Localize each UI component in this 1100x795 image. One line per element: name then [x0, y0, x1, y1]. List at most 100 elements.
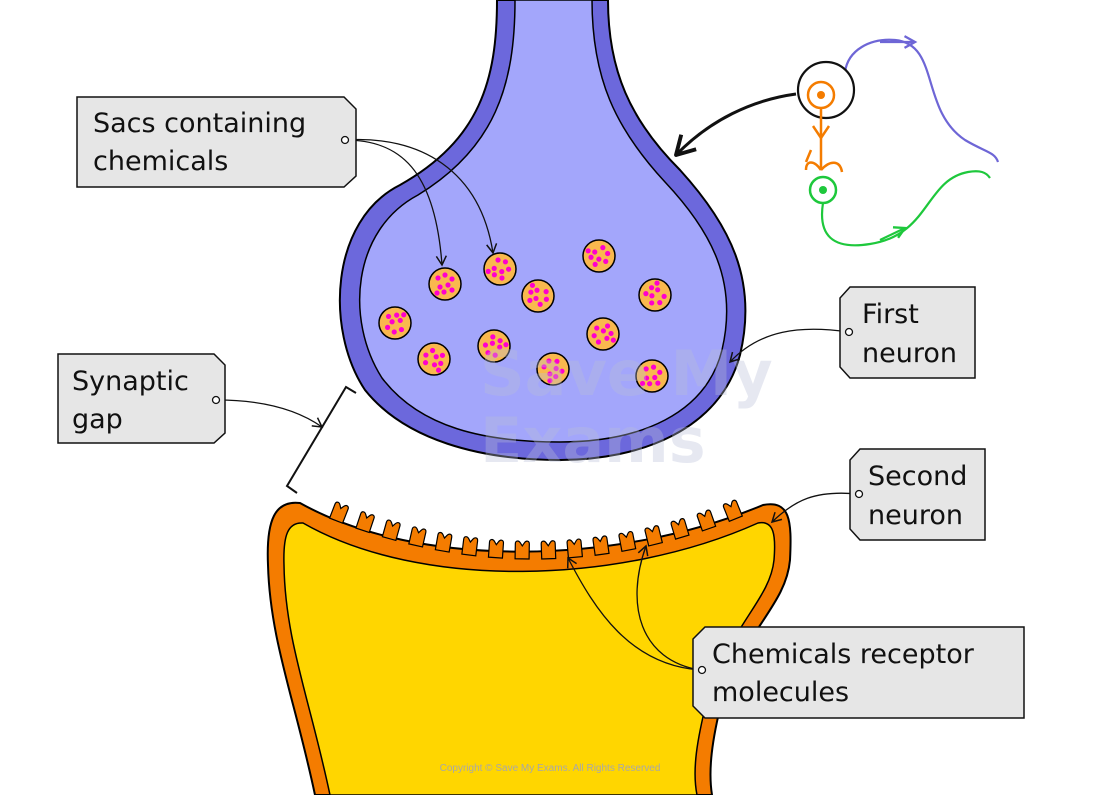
- vesicle-sac: [586, 317, 620, 351]
- label-text-line-1: Synaptic: [72, 366, 189, 397]
- inset-orange-terminal: [804, 149, 844, 173]
- leader-receptor-1: [566, 556, 701, 671]
- inset-blue-neuron: [843, 38, 1000, 163]
- label-text-line-2: molecules: [712, 677, 849, 708]
- vesicle-sac: [483, 252, 517, 286]
- receptor: [514, 540, 530, 560]
- vesicle: [378, 306, 412, 340]
- chemical-dot: [401, 312, 407, 318]
- chemical-dot: [543, 289, 549, 295]
- chemical-dot: [643, 366, 649, 372]
- chemical-dot: [537, 301, 543, 307]
- receptor-shape: [461, 536, 479, 557]
- receptor: [540, 540, 557, 560]
- label-sacs-containing-chemicals: Sacs containing chemicals: [76, 96, 357, 188]
- chemical-dot: [649, 285, 655, 291]
- chemical-dot: [449, 276, 455, 282]
- vesicle-sac: [536, 352, 570, 386]
- leader-sacs-1: [344, 139, 448, 267]
- chemical-dot: [643, 291, 649, 297]
- chemical-dot: [604, 335, 610, 341]
- label-box: [849, 448, 986, 541]
- receptor: [618, 530, 637, 553]
- chemical-dot: [391, 329, 397, 335]
- chemical-dot: [497, 338, 503, 344]
- chemical-dot: [650, 364, 657, 370]
- chemical-dot: [608, 330, 614, 337]
- receptor-shape: [328, 501, 349, 524]
- label-synaptic-gap: Synaptic gap: [57, 353, 226, 444]
- chemical-dot: [385, 313, 392, 320]
- receptor: [408, 526, 427, 548]
- chemical-dot: [655, 380, 661, 386]
- vesicle-sac: [638, 278, 672, 312]
- chemical-dot: [534, 287, 540, 293]
- chemical-dot: [503, 342, 509, 348]
- chemical-dot: [499, 275, 505, 281]
- chemical-dot: [429, 347, 436, 354]
- label-text-line-1: Second: [868, 461, 967, 492]
- inset-green-nucleus: [819, 186, 827, 194]
- chemical-dot: [588, 254, 594, 260]
- chemical-dot: [441, 289, 447, 295]
- vesicle: [638, 278, 672, 312]
- chemical-dot: [423, 352, 429, 358]
- chemical-dot: [603, 258, 609, 264]
- chemical-dot: [553, 365, 559, 372]
- chemical-dot: [541, 364, 547, 370]
- vesicle: [483, 252, 517, 286]
- receptor: [566, 538, 584, 559]
- leader-lines: [216, 138, 859, 671]
- receptor: [434, 531, 453, 553]
- vesicle: [536, 352, 570, 386]
- chemical-dot: [394, 312, 400, 318]
- inset-green-arrow: [879, 228, 905, 241]
- first-neuron: [338, 0, 747, 462]
- chemical-dot: [533, 295, 539, 302]
- receptor-shape: [381, 519, 401, 542]
- label-second-neuron: Second neuron: [849, 448, 986, 541]
- receptor: [487, 538, 505, 559]
- receptor: [696, 509, 717, 532]
- receptor-shape: [408, 526, 427, 548]
- chemical-dot: [491, 265, 497, 271]
- chemical-dot: [647, 381, 653, 387]
- chemical-dot: [605, 250, 611, 257]
- neuron-pathway-inset: [674, 38, 1000, 247]
- receptor-shape: [592, 535, 610, 556]
- vesicle-sac: [521, 279, 555, 313]
- chemical-dot: [559, 368, 565, 374]
- chemical-dot: [652, 374, 658, 381]
- receptor: [381, 519, 401, 542]
- receptor: [722, 499, 744, 523]
- vesicle-sac: [582, 239, 616, 273]
- chemical-dot: [492, 352, 498, 358]
- chemical-dot: [485, 268, 491, 274]
- chemical-dot: [431, 362, 438, 368]
- chemical-dot: [398, 326, 405, 333]
- chemical-dot: [435, 275, 441, 281]
- receptor-shape: [434, 531, 453, 553]
- label-box: [57, 353, 226, 444]
- receptor-shape: [487, 538, 505, 559]
- leader-sacs-2: [344, 138, 498, 255]
- chemical-dot: [499, 269, 505, 275]
- receptor-shape: [696, 509, 717, 532]
- label-text-line-2: gap: [72, 404, 123, 435]
- receptor: [461, 536, 479, 557]
- chemical-dot: [600, 328, 607, 334]
- chemical-dot: [442, 272, 448, 278]
- receptor-shape: [514, 540, 530, 560]
- chemical-dot: [657, 369, 663, 375]
- label-text-line-2: neuron: [868, 500, 963, 531]
- chemical-dot: [505, 266, 512, 272]
- label-text-line-1: First: [862, 299, 919, 330]
- first-neuron-body: [358, 0, 728, 443]
- chemical-dot: [649, 300, 655, 306]
- chemical-dot: [439, 352, 446, 358]
- label-hole: [697, 665, 707, 675]
- leader-second-neuron: [770, 492, 859, 524]
- chemical-dot: [546, 358, 552, 364]
- vesicle: [521, 279, 555, 313]
- chemical-dot: [435, 367, 442, 373]
